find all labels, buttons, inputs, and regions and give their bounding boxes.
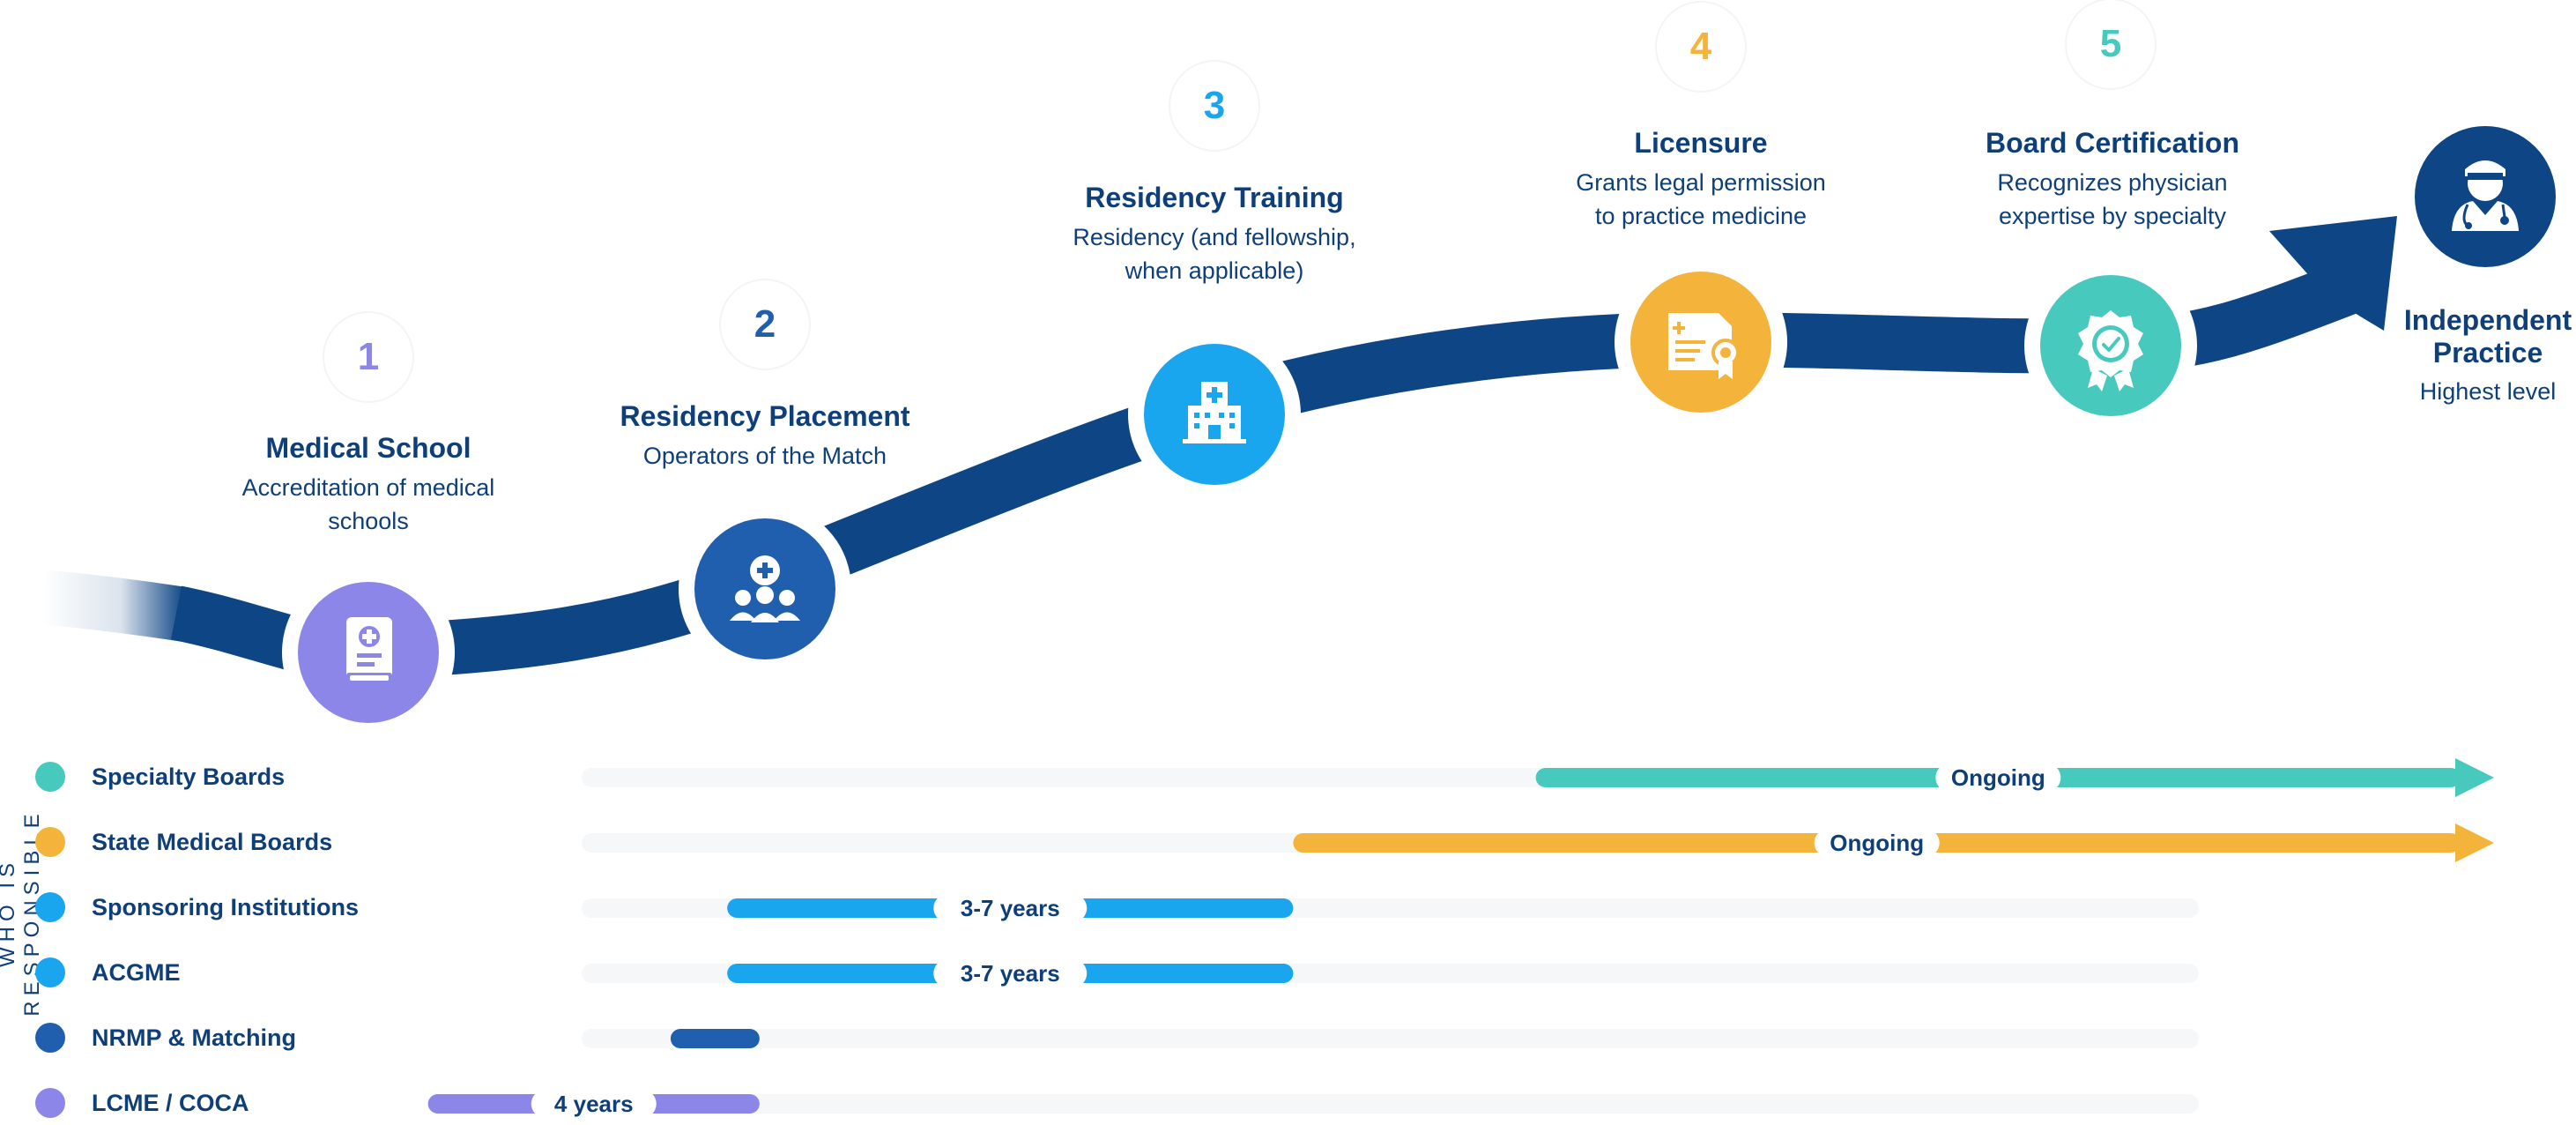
stage-1-title: Medical School (265, 432, 471, 464)
legend-row-lcme-coca: LCME / COCA (35, 1081, 249, 1125)
duration-label: Ongoing (1951, 764, 2045, 791)
doctor-icon (2452, 160, 2519, 231)
hospital-icon (1183, 382, 1246, 443)
legend-dot (35, 827, 65, 857)
stage-3-node (1144, 344, 1285, 485)
duration-label: 3-7 years (961, 895, 1060, 921)
stage-5-number: 5 (2067, 0, 2155, 88)
final-node (2415, 126, 2556, 267)
legend-label: ACGME (92, 958, 181, 986)
stage-3-description: Residency (and fellowship,when applicabl… (1073, 224, 1356, 284)
duration-label-pill (933, 894, 1088, 922)
legend-row-state-medical-boards: State Medical Boards (35, 820, 332, 864)
pathway-arrowhead (2269, 216, 2397, 331)
legend-dot (35, 762, 65, 792)
stage-4-number: 4 (1657, 3, 1745, 91)
responsible-side-label: WHO IS RESPONSIBLE (0, 808, 44, 1017)
legend-row-acgme: ACGME (35, 950, 181, 995)
duration-arrowhead (2455, 758, 2494, 797)
stage-5-node (2040, 275, 2181, 416)
pathway-ribbon-fade (40, 570, 189, 642)
duration-label: Ongoing (1830, 830, 1924, 856)
stage-1-node (298, 582, 439, 723)
stage-2-title: Residency Placement (620, 400, 910, 432)
final-description: Highest level (2419, 378, 2557, 405)
stage-5-title: Board Certification (1985, 127, 2240, 159)
stage-3-title: Residency Training (1085, 182, 1344, 213)
duration-arrowhead (2455, 823, 2494, 862)
stage-5-text: Board Certification Recognizes physician… (1927, 125, 2298, 233)
certificate-icon (1668, 313, 1740, 379)
bar-track (582, 1029, 2199, 1048)
legend-label: Sponsoring Institutions (92, 893, 359, 920)
stage-4-title: Licensure (1634, 127, 1768, 159)
duration-label-pill (531, 1090, 657, 1118)
duration-label: 4 years (554, 1091, 634, 1117)
stage-1-number: 1 (324, 313, 412, 401)
duration-label-pill (1935, 764, 2061, 792)
legend-dot (35, 892, 65, 922)
badge-check-icon (2078, 310, 2143, 391)
legend-label: State Medical Boards (92, 828, 333, 855)
legend-label: LCME / COCA (92, 1089, 249, 1116)
legend-row-specialty-boards: Specialty Boards (35, 755, 285, 799)
stage-3-number: 3 (1170, 62, 1258, 150)
legend-label: Specialty Boards (92, 763, 286, 790)
stage-2-node (694, 518, 835, 659)
duration-label: 3-7 years (961, 960, 1060, 987)
legend-row-sponsoring-institutions: Sponsoring Institutions (35, 885, 359, 929)
duration-label-pill (1814, 829, 1940, 857)
duration-bar (670, 1029, 760, 1048)
bar-track (582, 1094, 2199, 1114)
legend-label: NRMP & Matching (92, 1024, 297, 1051)
medical-book-icon (346, 617, 392, 682)
stage-2-text: Residency Placement Operators of the Mat… (580, 399, 950, 473)
stage-2-description: Operators of the Match (642, 443, 887, 469)
stage-3-text: Residency Training Residency (and fellow… (1029, 180, 1399, 287)
stage-2-number: 2 (721, 280, 809, 369)
legend-dot (35, 957, 65, 987)
duration-label-pill (933, 959, 1088, 987)
stage-4-node (1630, 272, 1771, 413)
legend-row-nrmp: NRMP & Matching (35, 1016, 296, 1060)
legend-dot (35, 1088, 65, 1118)
people-plus-icon (730, 555, 800, 622)
legend-dot (35, 1023, 65, 1053)
